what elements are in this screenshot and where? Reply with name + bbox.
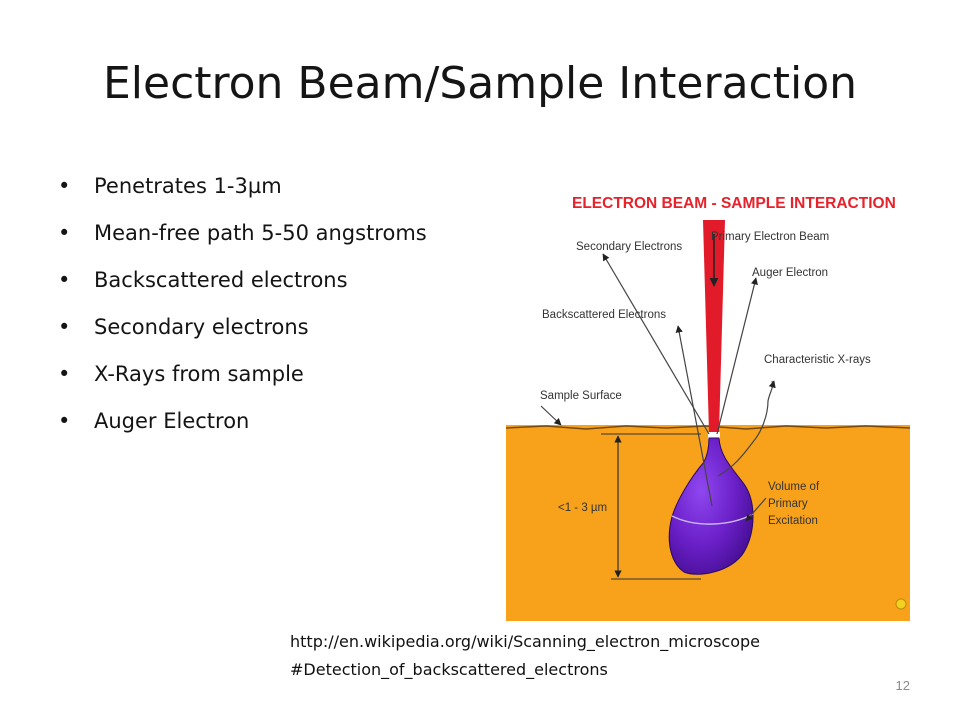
- bullet-text: Mean-free path 5-50 angstroms: [94, 221, 427, 245]
- bullet-dot: •: [58, 221, 71, 245]
- bullet-dot: •: [58, 362, 71, 386]
- bullet-item: • Penetrates 1-3µm: [58, 172, 458, 200]
- bullet-text: Penetrates 1-3µm: [94, 174, 282, 198]
- bullet-dot: •: [58, 315, 71, 339]
- label-primary-electron-beam: Primary Electron Beam: [711, 231, 829, 243]
- bullet-text: Auger Electron: [94, 409, 250, 433]
- bullet-item: • X-Rays from sample: [58, 360, 458, 388]
- image-credit-url[interactable]: http://en.wikipedia.org/wiki/Scanning_el…: [290, 632, 760, 679]
- secondary-electron-line: [602, 253, 710, 435]
- bullet-dot: •: [58, 268, 71, 292]
- bullet-dot: •: [58, 409, 71, 433]
- bullet-text: Backscattered electrons: [94, 268, 348, 292]
- label-auger-electron: Auger Electron: [752, 267, 828, 279]
- corner-logo-icon: [895, 598, 907, 610]
- surface-pointer-line: [540, 405, 562, 426]
- label-sample-surface: Sample Surface: [540, 390, 622, 402]
- label-backscattered-electrons: Backscattered Electrons: [542, 309, 666, 321]
- bullet-list: • Penetrates 1-3µm • Mean-free path 5-50 a…: [58, 172, 458, 454]
- xray-arrow: [768, 380, 776, 389]
- bullet-text: X-Rays from sample: [94, 362, 304, 386]
- backscattered-electron-line: [675, 325, 713, 507]
- label-volume-line-2: Primary: [768, 498, 808, 510]
- bullet-item: • Backscattered electrons: [58, 266, 458, 294]
- beam-entry-gap: [708, 432, 720, 439]
- label-secondary-electrons: Secondary Electrons: [576, 241, 682, 253]
- label-depth: <1 - 3 µm: [558, 502, 607, 514]
- xray-wavy-line: [717, 380, 774, 477]
- label-volume-line-1: Volume of: [768, 481, 820, 493]
- slide-title: Electron Beam/Sample Interaction: [102, 58, 858, 109]
- bullet-item: • Secondary electrons: [58, 313, 458, 341]
- label-volume-line-3: Excitation: [768, 515, 818, 527]
- bullet-item: • Mean-free path 5-50 angstroms: [58, 219, 458, 247]
- bullet-text: Secondary electrons: [94, 315, 309, 339]
- bullet-dot: •: [58, 174, 71, 198]
- sample-surface-line: [506, 425, 911, 430]
- volume-pointer-line: [745, 497, 767, 522]
- auger-electron-line: [716, 277, 758, 435]
- primary-beam: [703, 220, 725, 433]
- figure-title: ELECTRON BEAM - SAMPLE INTERACTION: [572, 195, 896, 212]
- label-characteristic-xrays: Characteristic X-rays: [764, 354, 871, 366]
- interaction-diagram: ELECTRON BEAM - SAMPLE INTERACTION Secon…: [506, 176, 911, 626]
- bullet-item: • Auger Electron: [58, 407, 458, 435]
- slide-number: 12: [895, 678, 910, 693]
